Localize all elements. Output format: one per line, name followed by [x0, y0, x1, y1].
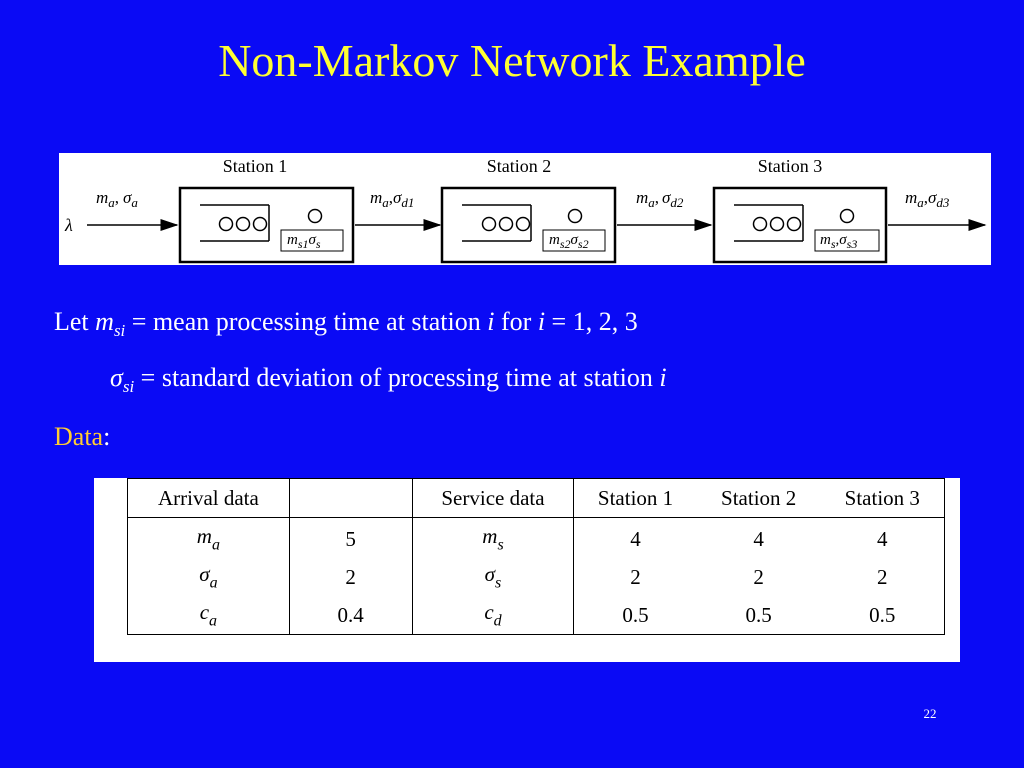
svg-text:ma,σa: ma,σa	[96, 188, 138, 210]
station-2-label: Station 2	[487, 156, 552, 176]
svg-text:ma,σd1: ma,σd1	[370, 188, 414, 210]
station-3-value: 4	[820, 517, 945, 558]
station-1-value: 0.5	[573, 596, 697, 635]
station-3-value: 0.5	[820, 596, 945, 635]
data-heading: Data:	[54, 422, 111, 451]
queue-job-icon	[481, 216, 497, 232]
col-header-station-2: Station 2	[696, 478, 821, 518]
server-icon	[307, 208, 323, 224]
definition-mean: Let msi = mean processing time at statio…	[54, 307, 638, 340]
service-param: cd	[412, 596, 575, 635]
service-param: ms	[412, 517, 575, 558]
server-icon	[567, 208, 583, 224]
svg-text:ma,σd2: ma,σd2	[636, 188, 684, 210]
station-3-value: 2	[820, 558, 945, 596]
table-row: σa 2 σs 2 2 2	[127, 558, 945, 596]
parameter-table: Arrival data Service data Station 1 Stat…	[127, 478, 945, 635]
svg-text:ms1σs: ms1σs	[287, 232, 321, 251]
station-2-value: 0.5	[696, 596, 821, 635]
queue-job-icon	[218, 216, 234, 232]
station-2-value: 4	[753, 526, 764, 551]
arrival-param: σa	[127, 558, 290, 596]
station-1-value: 4	[630, 526, 641, 551]
flow-label-1: ma,σd1	[370, 188, 414, 210]
flow-label-2: ma,σd2	[636, 188, 684, 210]
server-icon	[839, 208, 855, 224]
arrival-value: 5	[289, 517, 413, 558]
station-3-label: Station 3	[758, 156, 823, 176]
network-diagram: Station 1 Station 2 Station 3 λ ma,σa ma…	[59, 153, 991, 265]
station-2-box: ms2σs2	[440, 186, 617, 264]
arrival-param: ma	[127, 517, 290, 558]
svg-text:ms,σs3: ms,σs3	[820, 232, 857, 251]
col-header-service: Service data	[412, 478, 575, 518]
svg-text:ms2σs2: ms2σs2	[549, 232, 589, 251]
queue-job-icon	[786, 216, 802, 232]
queue-job-icon	[515, 216, 531, 232]
queue-job-icon	[235, 216, 251, 232]
station-3-box: ms,σs3	[712, 186, 888, 264]
definition-stddev: σsi = standard deviation of processing t…	[110, 363, 667, 396]
col-header-station-1: Station 1	[573, 478, 697, 518]
station-2-value: 2	[753, 564, 764, 589]
arrival-param: ca	[127, 596, 290, 635]
queue-job-icon	[252, 216, 268, 232]
svg-text:ma,σd3: ma,σd3	[905, 188, 950, 210]
arrival-value: 2	[289, 558, 413, 596]
col-header-arrival: Arrival data	[127, 478, 290, 518]
flow-label-output: ma,σd3	[905, 188, 950, 210]
table-header-row: Arrival data Service data Station 1 Stat…	[127, 478, 945, 518]
table-row: ca 0.4 cd 0.5 0.5 0.5	[127, 596, 945, 635]
arrival-rate-symbol: λ	[64, 215, 73, 235]
queue-job-icon	[498, 216, 514, 232]
parameter-table-panel: Arrival data Service data Station 1 Stat…	[94, 478, 960, 662]
page-number: 22	[923, 706, 937, 721]
slide-title: Non-Markov Network Example	[218, 35, 806, 86]
queue-job-icon	[752, 216, 768, 232]
station-1-value: 2	[630, 564, 641, 589]
station-1-label: Station 1	[223, 156, 288, 176]
station-1-box: ms1σs	[178, 186, 355, 264]
service-param: σs	[412, 558, 575, 596]
table-row: ma 5 ms 4 4 4	[127, 517, 945, 558]
col-header-arrival-value	[289, 478, 413, 518]
col-header-station-3: Station 3	[820, 478, 945, 518]
flow-label-input: ma,σa	[96, 188, 138, 210]
arrival-value: 0.4	[289, 596, 413, 635]
queue-job-icon	[769, 216, 785, 232]
